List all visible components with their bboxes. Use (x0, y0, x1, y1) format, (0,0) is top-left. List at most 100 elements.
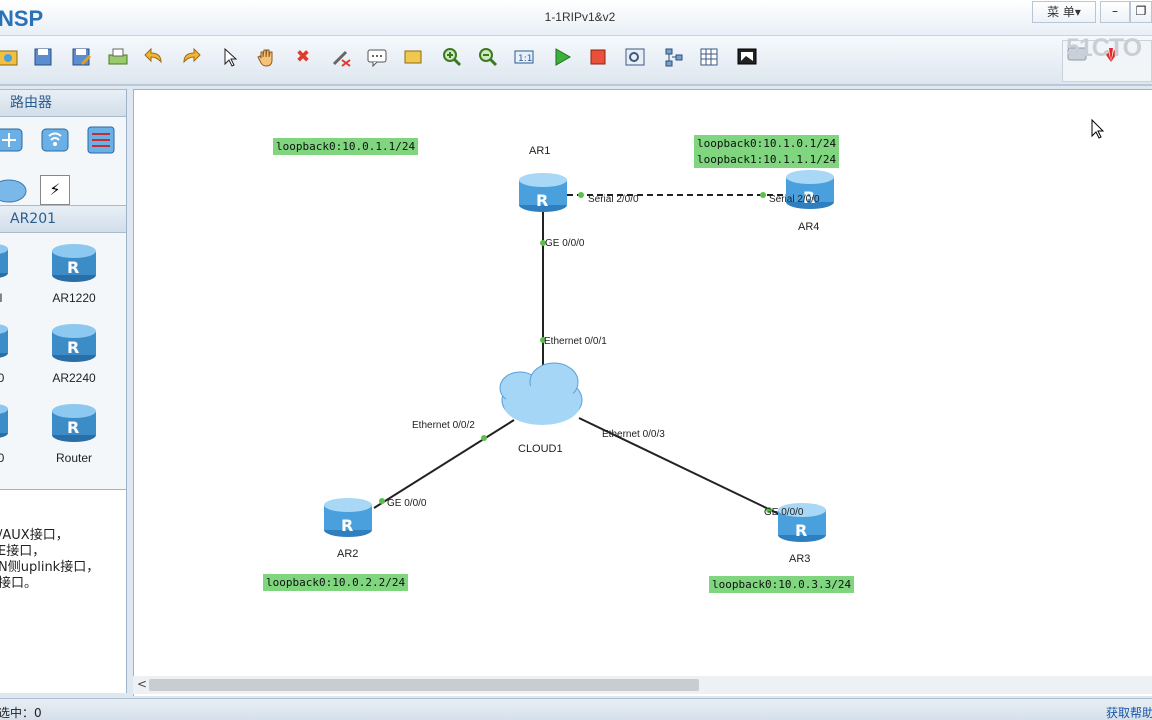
svg-text:R: R (341, 516, 353, 535)
delete-link-icon[interactable] (329, 45, 353, 69)
topology-icon[interactable] (662, 45, 686, 69)
print-icon[interactable] (106, 45, 130, 69)
app-logo: NSP (0, 6, 44, 31)
desc-line-1: /AUX接口， (0, 528, 69, 543)
grid-icon[interactable] (697, 45, 721, 69)
home-icon[interactable] (0, 45, 20, 69)
ar2240-label: AR2240 (52, 371, 96, 385)
link-cloud-ar2[interactable] (373, 419, 515, 509)
ar1220-router-icon[interactable]: R (50, 239, 98, 287)
scroll-left-icon[interactable]: < (137, 677, 148, 691)
zoom-out-icon[interactable] (476, 45, 500, 69)
loopback-note-ar2[interactable]: loopback0:10.0.2.2/24 (263, 574, 409, 591)
ar1-label[interactable]: AR1 (529, 145, 551, 157)
port-ar1-ge: GE 0/0/0 (545, 238, 585, 249)
device-partial-1-label: l (0, 291, 8, 305)
cloud1-label[interactable]: CLOUD1 (518, 443, 563, 455)
device-partial-2-icon[interactable] (0, 319, 10, 363)
capture-icon[interactable] (623, 45, 647, 69)
wireless-type-icon[interactable] (38, 123, 72, 161)
svg-text:R: R (67, 418, 79, 437)
screenshot-icon[interactable] (735, 45, 759, 69)
loopback-note-ar1[interactable]: loopback0:10.0.1.1/24 (273, 138, 419, 155)
ar1-router-icon[interactable]: R (519, 173, 567, 212)
selection-count: 选中：0 (0, 706, 42, 720)
ar4-router-icon[interactable]: R (786, 170, 834, 209)
title-bar: NSP 1-1RIPv1&v2 菜 单▾ – ❐ (0, 0, 1152, 36)
ar3-router-icon[interactable]: R (778, 503, 826, 542)
minimize-button[interactable]: – (1100, 1, 1130, 23)
huawei-logo-icon (1100, 44, 1122, 66)
undo-icon[interactable] (142, 45, 166, 69)
cloud-type-icon[interactable] (0, 173, 28, 209)
port-ar2-ge: GE 0/0/0 (387, 498, 427, 509)
firewall-type-icon[interactable] (84, 123, 118, 161)
device-description: /AUX接口， E接口， N侧uplink接口， 接口。 (0, 489, 126, 693)
section-routers-header[interactable]: 路由器 (0, 89, 126, 117)
device-partial-3-icon[interactable] (0, 399, 10, 443)
device-partial-2-label: 0 (0, 371, 8, 385)
link-cloud-ar3[interactable] (578, 417, 780, 515)
restore-button[interactable]: ❐ (1130, 1, 1152, 23)
desc-line-2: E接口， (0, 544, 46, 559)
port-ar3-ge: GE 0/0/0 (764, 507, 804, 518)
device-partial-3-label: 0 (0, 451, 8, 465)
loopback-note-ar4-0[interactable]: loopback0:10.1.0.1/24 (694, 135, 840, 152)
link-type-icon[interactable]: ⚡ (40, 175, 70, 205)
window-title: 1-1RIPv1&v2 (544, 10, 616, 24)
mouse-cursor-icon (1090, 118, 1106, 144)
help-link[interactable]: 获取帮助 (1106, 706, 1152, 720)
device-partial-1-icon[interactable] (0, 239, 10, 283)
status-bar: 选中：0 获取帮助 (0, 698, 1152, 720)
ar4-label[interactable]: AR4 (798, 221, 820, 233)
port-ar1-serial: Serial 2/0/0 (588, 194, 639, 205)
rectangle-icon[interactable] (401, 45, 425, 69)
port-cloud-e2: Ethernet 0/0/2 (412, 420, 475, 431)
start-icon[interactable] (550, 45, 574, 69)
device-panel: 路由器 ⚡ AR201 l R AR1220 0 R AR2240 0 R Ro… (0, 89, 127, 693)
watermark-text: 51CTO (1066, 34, 1142, 62)
loopback-note-ar4-1[interactable]: loopback1:10.1.1.1/24 (694, 151, 840, 168)
redo-icon[interactable] (179, 45, 203, 69)
svg-text:R: R (795, 521, 807, 540)
delete-icon[interactable]: ✖ (295, 47, 311, 67)
toolbar: ✖ 1:1 51CTO (0, 34, 1152, 86)
section-ar201-header[interactable]: AR201 (0, 205, 126, 233)
ar3-label[interactable]: AR3 (789, 553, 811, 565)
pan-hand-icon[interactable] (254, 45, 278, 69)
desc-line-3: N侧uplink接口， (0, 560, 100, 575)
zoom-in-icon[interactable] (440, 45, 464, 69)
svg-text:1:1: 1:1 (518, 54, 532, 64)
desc-line-4: 接口。 (0, 576, 38, 591)
section-routers-label: 路由器 (10, 95, 52, 111)
topology-links: R R R R (324, 170, 834, 542)
stop-icon[interactable] (586, 45, 610, 69)
ar2240-router-icon[interactable]: R (50, 319, 98, 367)
horizontal-scrollbar[interactable]: < (133, 676, 1152, 694)
svg-text:R: R (67, 258, 79, 277)
svg-text:R: R (803, 188, 815, 207)
ar2-label[interactable]: AR2 (337, 548, 359, 560)
ar2-router-icon[interactable]: R (324, 498, 372, 537)
router-label: Router (55, 451, 93, 465)
router-generic-icon[interactable]: R (50, 399, 98, 447)
select-icon[interactable] (218, 45, 242, 69)
ar1220-label: AR1220 (52, 291, 96, 305)
menu-button[interactable]: 菜 单▾ (1032, 1, 1096, 23)
topology-canvas[interactable]: R R R R AR1 AR4 (133, 89, 1152, 696)
save-as-icon[interactable] (69, 45, 93, 69)
scrollbar-thumb[interactable] (149, 679, 699, 691)
port-ar4-serial: Serial 2/0/0 (769, 194, 820, 205)
chat-icon[interactable] (1066, 44, 1088, 66)
svg-text:R: R (536, 191, 548, 210)
loopback-note-ar3[interactable]: loopback0:10.0.3.3/24 (709, 576, 855, 593)
svg-text:R: R (67, 338, 79, 357)
port-cloud-e3: Ethernet 0/0/3 (602, 429, 665, 440)
port-cloud-e1: Ethernet 0/0/1 (544, 336, 607, 347)
text-note-icon[interactable] (365, 45, 389, 69)
fit-view-icon[interactable]: 1:1 (512, 45, 536, 69)
router-type-icon[interactable] (0, 123, 26, 161)
section-ar201-label: AR201 (10, 211, 57, 227)
cloud1-icon[interactable] (499, 362, 583, 425)
save-icon[interactable] (31, 45, 55, 69)
